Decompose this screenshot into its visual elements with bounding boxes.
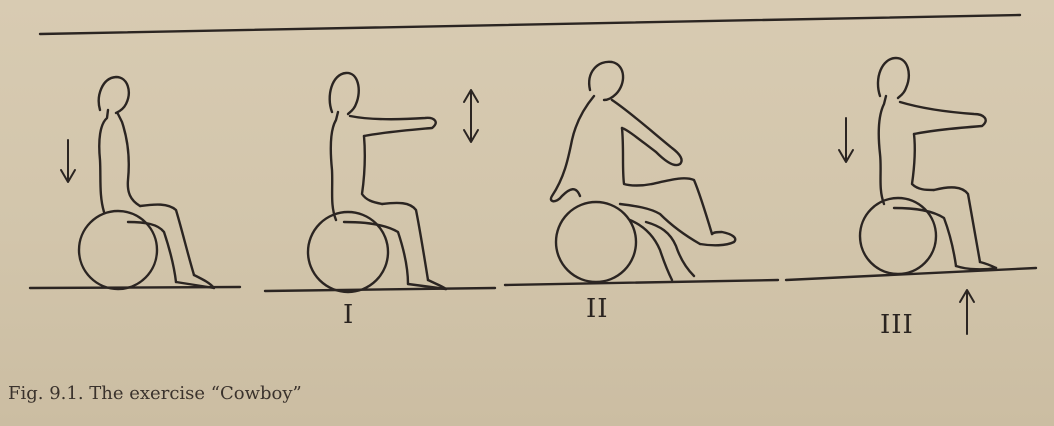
stage-label-3: III — [880, 310, 914, 340]
up-arrow-stage-3 — [960, 290, 974, 334]
top-rule — [40, 15, 1020, 34]
figure-stage-3 — [786, 58, 1036, 334]
figure-stage-2 — [505, 62, 778, 285]
figure-start-position — [30, 77, 240, 289]
figure-stage-1 — [265, 73, 495, 292]
exercise-ball-stage-2 — [556, 202, 636, 282]
ground-line-stage-1 — [265, 288, 495, 291]
person-stage-2 — [551, 62, 735, 280]
ground-line-stage-3 — [786, 268, 1036, 280]
figure-caption: Fig. 9.1. The exercise “Cowboy” — [8, 383, 302, 404]
stage-label-1: I — [343, 300, 354, 330]
exercise-ball-stage-3 — [860, 198, 936, 274]
ground-line-stage-2 — [505, 280, 778, 285]
stage-label-2: II — [586, 294, 609, 324]
up-down-arrow-stage-1 — [464, 90, 478, 142]
down-arrow-stage-3 — [839, 118, 853, 162]
down-arrow-start — [61, 140, 75, 182]
